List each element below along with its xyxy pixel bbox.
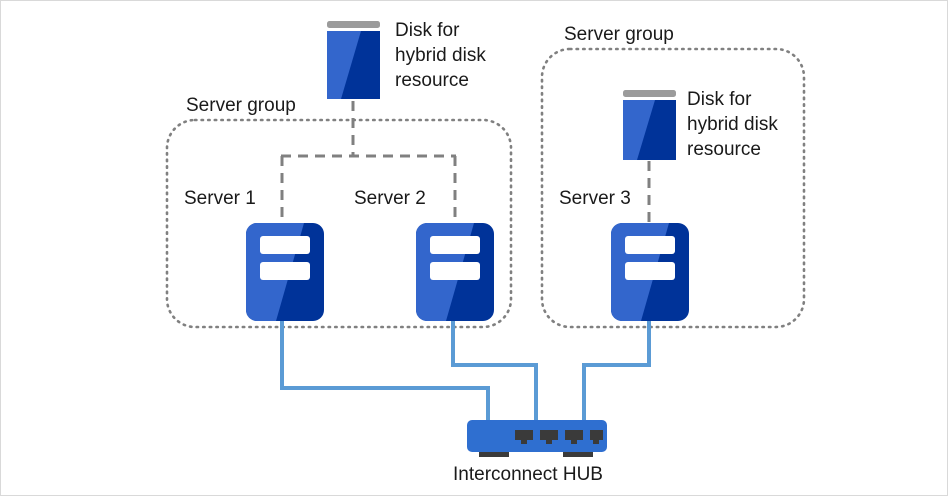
hub-ports bbox=[515, 430, 603, 444]
network-cable-server-1 bbox=[280, 321, 490, 422]
server-icon-3 bbox=[611, 223, 689, 321]
server-label-2: Server 2 bbox=[354, 188, 426, 209]
interconnect-hub-icon bbox=[467, 420, 607, 457]
server-label-3: Server 3 bbox=[559, 188, 631, 209]
server-group-label-right: Server group bbox=[564, 24, 674, 45]
network-cable-server-2 bbox=[451, 321, 538, 422]
server-group-label-left: Server group bbox=[186, 95, 296, 116]
disk-label-server3: Disk for hybrid disk resource bbox=[687, 89, 778, 160]
disk-label-shared: Disk for hybrid disk resource bbox=[395, 20, 486, 91]
server-icon-1 bbox=[246, 223, 324, 321]
server-group-box-right bbox=[540, 47, 806, 329]
disk-icon-hybrid-shared bbox=[327, 21, 380, 99]
server-label-1: Server 1 bbox=[184, 188, 256, 209]
network-cable-server-3 bbox=[582, 321, 651, 422]
interconnect-hub-label: Interconnect HUB bbox=[453, 464, 603, 485]
disk-icon-hybrid-server3 bbox=[623, 90, 676, 160]
hub-foot-right bbox=[563, 449, 593, 457]
server-icon-2 bbox=[416, 223, 494, 321]
hub-foot-left bbox=[479, 449, 509, 457]
server-group-box-left bbox=[165, 118, 513, 329]
